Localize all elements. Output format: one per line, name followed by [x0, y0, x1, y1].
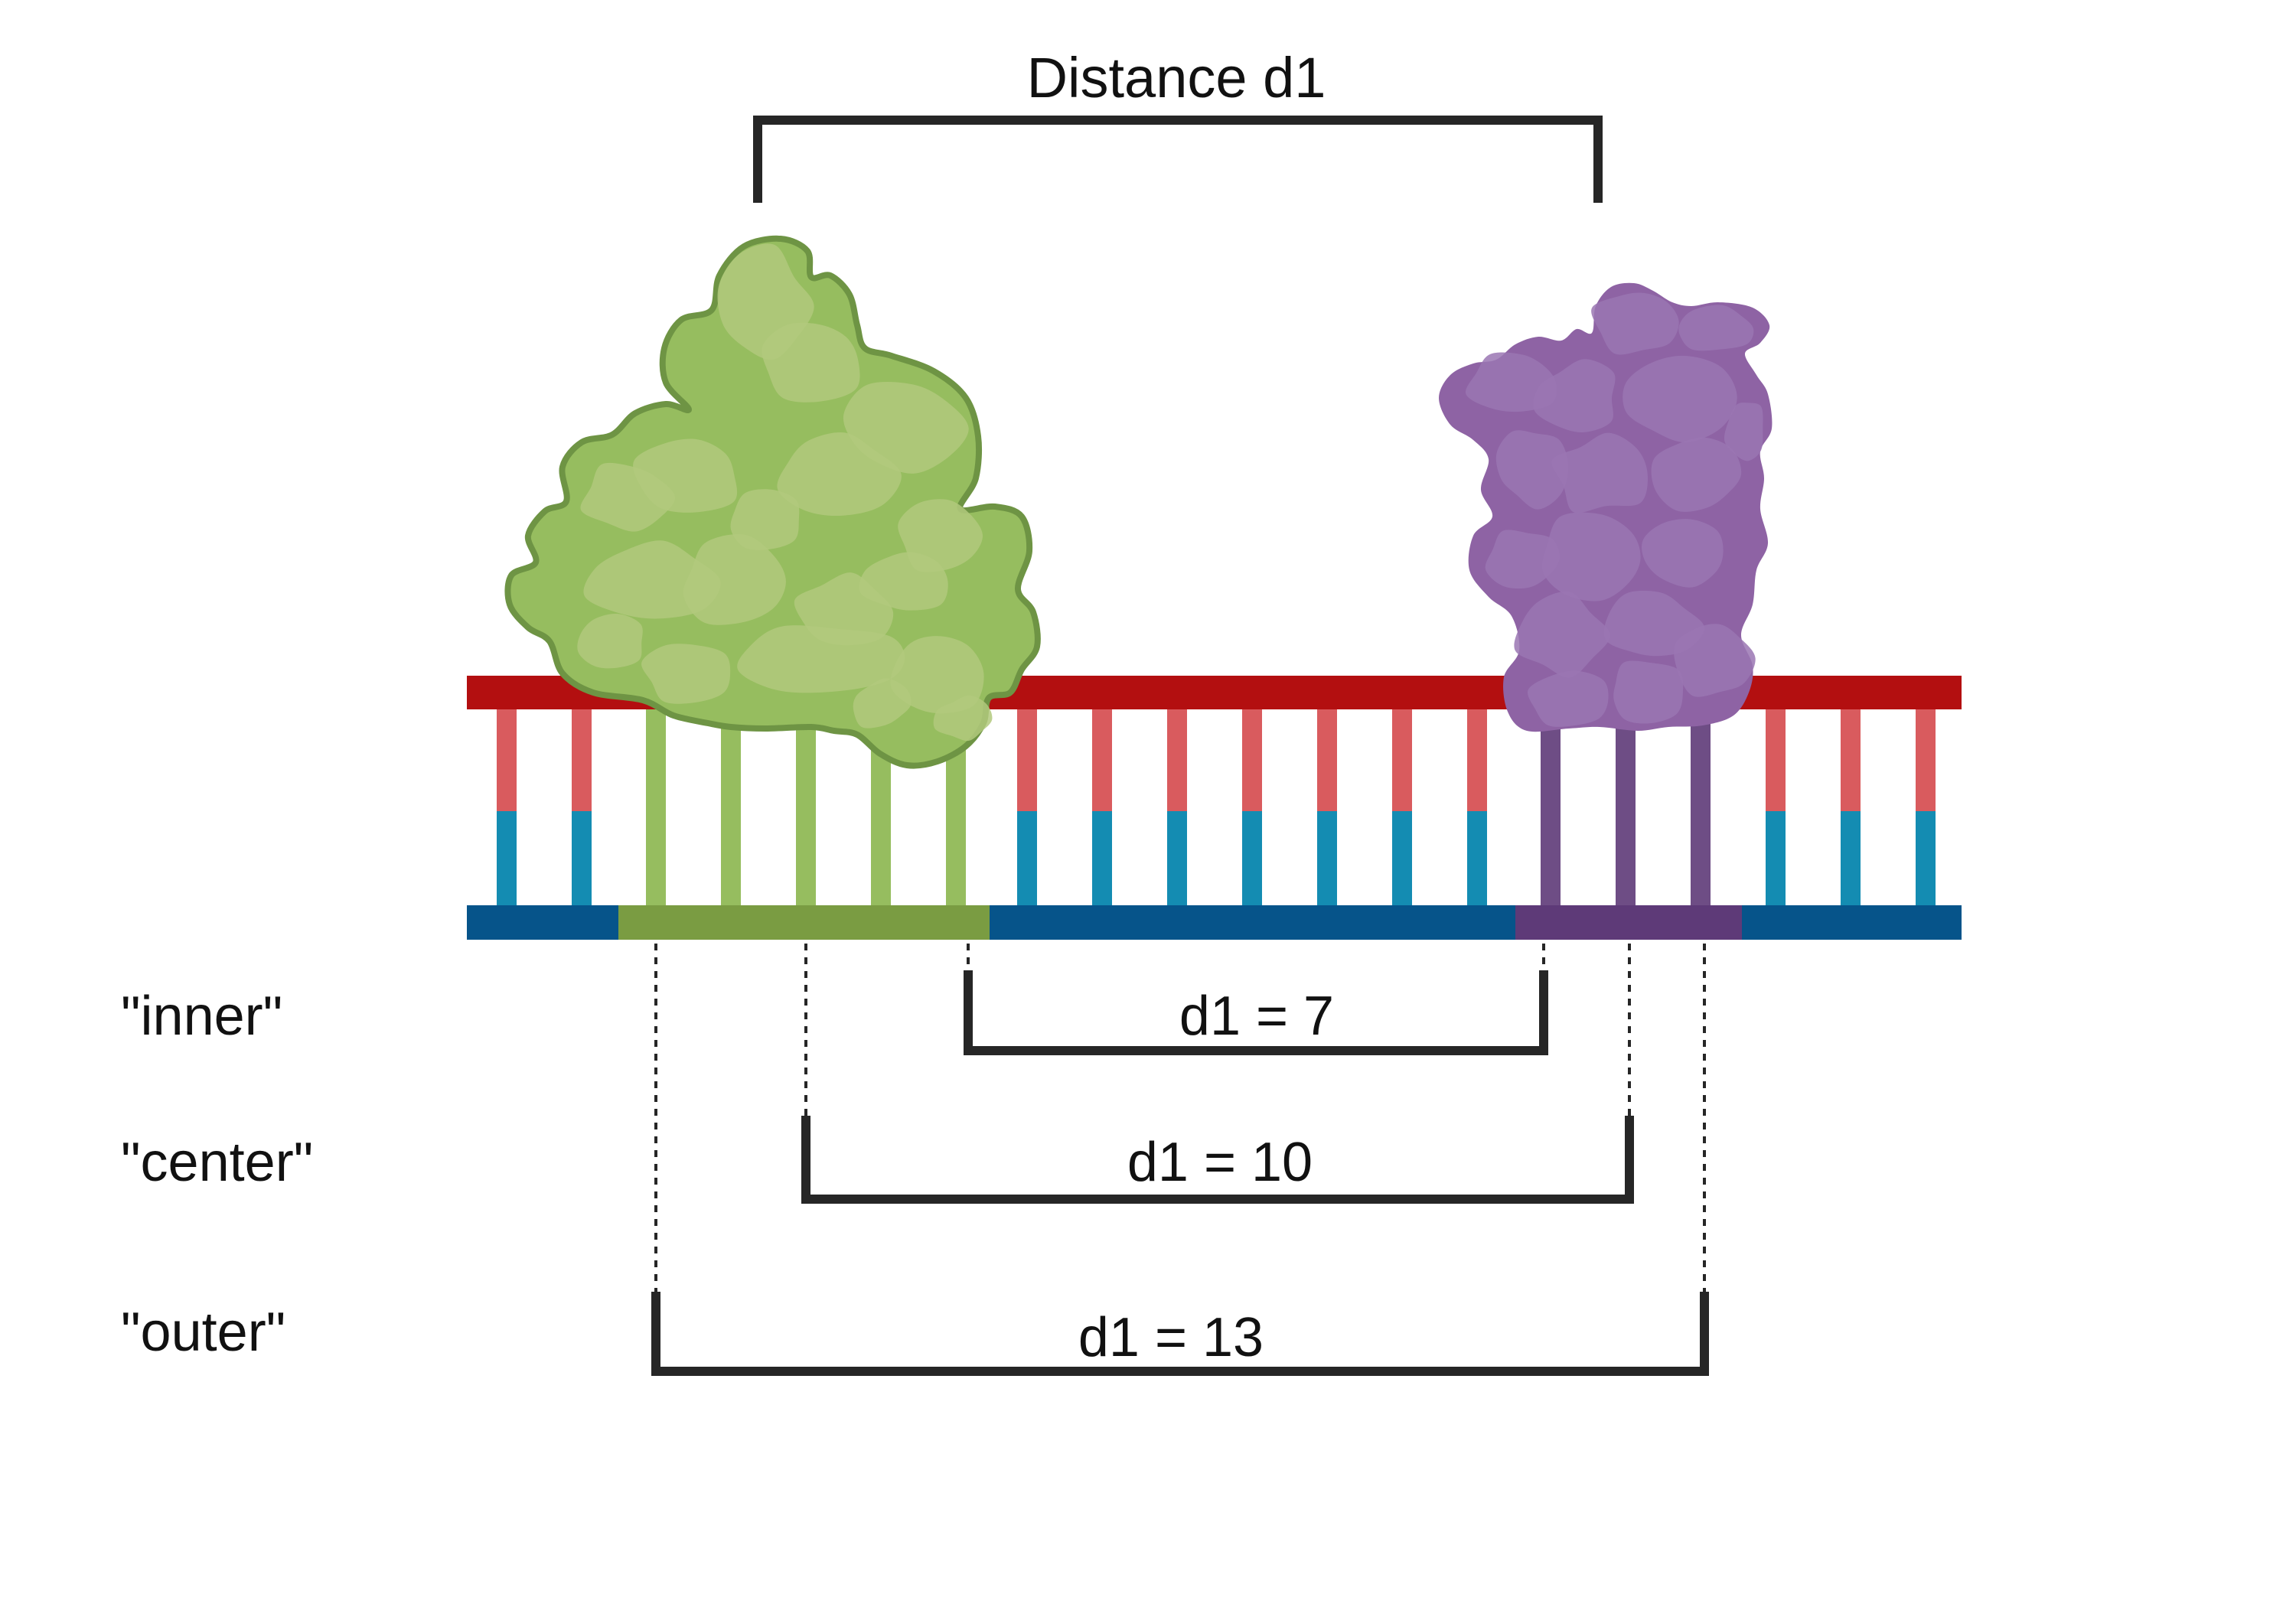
purple-protein-lobe — [1495, 430, 1569, 510]
purple-protein-icon — [1439, 282, 1773, 732]
green-contact-rung — [796, 709, 816, 905]
measure-value: d1 = 7 — [1179, 986, 1334, 1047]
measure-value: d1 = 10 — [1127, 1132, 1313, 1193]
dna-rung-top — [1467, 709, 1487, 811]
purple-protein-lobe — [1591, 292, 1679, 355]
green-footprint — [618, 905, 990, 940]
purple-protein-lobe — [1541, 512, 1641, 601]
green-protein-lobe — [762, 322, 860, 403]
dna-rung-bottom — [572, 811, 592, 905]
dna-rung-bottom — [1467, 811, 1487, 905]
purple-protein-lobe — [1514, 591, 1611, 678]
dna-rung-bottom — [1392, 811, 1412, 905]
dna-rung-top — [1916, 709, 1936, 811]
purple-protein-lobe — [1724, 403, 1763, 461]
green-contact-rung — [721, 709, 741, 905]
dna-rung-bottom — [1317, 811, 1337, 905]
green-protein-lobe — [641, 644, 731, 704]
purple-footprint — [1515, 905, 1742, 940]
purple-protein-lobe — [1466, 352, 1557, 412]
dna-rung-top — [1242, 709, 1262, 811]
dna-rung-top — [1766, 709, 1786, 811]
dna-rung-bottom — [1242, 811, 1262, 905]
purple-protein-lobe — [1533, 359, 1616, 433]
green-protein-lobe — [683, 534, 786, 625]
measure-value: d1 = 13 — [1078, 1307, 1264, 1368]
dna-rung-top — [1017, 709, 1037, 811]
purple-contact-rung — [1541, 709, 1561, 905]
dna-rung-top — [1167, 709, 1187, 811]
green-protein-icon — [504, 235, 1041, 769]
purple-protein-lobe — [1651, 437, 1742, 512]
purple-contact-rung — [1691, 709, 1711, 905]
purple-protein-lobe — [1678, 305, 1754, 351]
purple-protein-lobe — [1623, 355, 1737, 443]
dna-rung-bottom — [1167, 811, 1187, 905]
purple-protein-lobe — [1674, 624, 1756, 697]
purple-protein-lobe — [1551, 432, 1648, 513]
distance-title: Distance d1 — [1027, 46, 1326, 109]
dna-rung-bottom — [1841, 811, 1861, 905]
green-protein-lobe — [853, 678, 912, 729]
green-protein-lobe — [777, 432, 902, 517]
green-protein-lobe — [577, 613, 643, 669]
dna-rung-bottom — [1092, 811, 1112, 905]
dna-rungs — [497, 709, 1936, 905]
dna-rung-top — [497, 709, 517, 811]
green-contact-rung — [646, 709, 666, 905]
dna-rung-bottom — [1916, 811, 1936, 905]
mode-label-inner: "inner" — [121, 986, 282, 1047]
purple-contact-rung — [1616, 709, 1636, 905]
green-protein-lobe — [730, 489, 800, 550]
measure-inner: d1 = 7 "inner" — [121, 970, 1548, 1055]
dna-rung-bottom — [497, 811, 517, 905]
dna-rung-bottom — [1766, 811, 1786, 905]
measure-bracket — [964, 970, 1548, 1055]
mode-label-center: "center" — [121, 1132, 313, 1193]
distance-bracket-top: Distance d1 — [753, 46, 1603, 203]
purple-protein-lobe — [1527, 670, 1609, 727]
green-protein-lobe — [633, 438, 738, 513]
green-protein-lobe — [890, 636, 984, 714]
green-protein-lobe — [737, 625, 905, 693]
purple-protein-lobe — [1613, 660, 1684, 724]
dna-rung-top — [1092, 709, 1112, 811]
dna-rung-top — [572, 709, 592, 811]
mode-label-outer: "outer" — [121, 1302, 285, 1363]
dna-rung-top — [1392, 709, 1412, 811]
measure-center: d1 = 10 "center" — [121, 1116, 1634, 1204]
purple-protein-lobe — [1485, 530, 1560, 589]
measure-outer: d1 = 13 "outer" — [121, 1292, 1709, 1376]
dna-rung-bottom — [1017, 811, 1037, 905]
measure-bracket — [801, 1116, 1634, 1204]
dna-rung-top — [1317, 709, 1337, 811]
dna-rung-top — [1841, 709, 1861, 811]
green-protein-lobe — [933, 695, 993, 742]
measure-bracket — [651, 1292, 1709, 1376]
green-protein-lobe — [859, 552, 948, 611]
guide-lines — [654, 944, 1706, 1293]
purple-protein-lobe — [1642, 519, 1724, 588]
